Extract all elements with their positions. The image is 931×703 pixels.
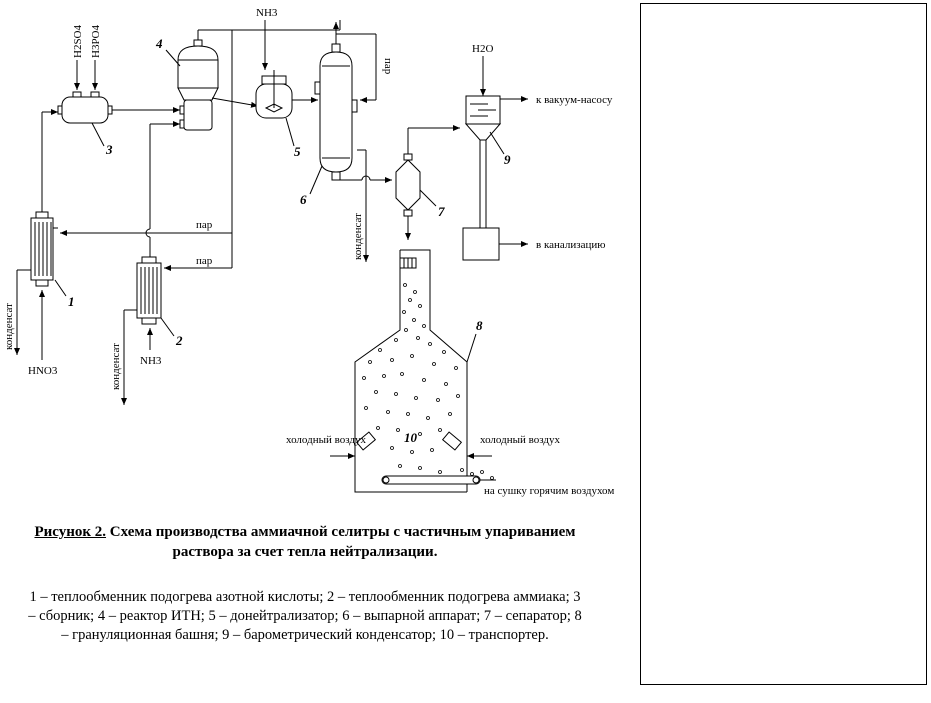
figure-label: Рисунок 2.	[34, 524, 107, 540]
steam-label-1: пар	[196, 219, 213, 231]
number-4: 4	[155, 36, 163, 51]
figure-caption: Рисунок 2. Схема производства аммиачной …	[25, 522, 585, 645]
condensate-label-1: конденсат	[3, 303, 15, 350]
process-flow-diagram: H2SO4 H3PO4 NH3 H2O HNO3 NH3 пар пар пар…	[3, 7, 614, 497]
hno3-label: HNO3	[28, 365, 58, 377]
condensate-label-6: конденсат	[352, 213, 364, 260]
nh3-top-label: NH3	[256, 7, 278, 19]
number-5: 5	[294, 144, 301, 159]
separator-7	[395, 153, 421, 217]
number-8: 8	[476, 318, 483, 333]
collector-3	[57, 91, 113, 124]
heat-exchanger-2	[136, 256, 162, 325]
reactor-4	[177, 39, 219, 131]
number-6: 6	[300, 192, 307, 207]
number-10: 10	[404, 430, 418, 445]
cold-air-right-label: холодный воздух	[480, 434, 560, 446]
heat-exchanger-1	[26, 211, 58, 287]
additional-neutralizer-5	[255, 70, 293, 119]
h3po4-label: H3PO4	[90, 24, 102, 58]
figure-title: Рисунок 2. Схема производства аммиачной …	[25, 522, 585, 562]
figure-legend: 1 – теплообменник подогрева азотной кисл…	[28, 589, 582, 643]
number-7: 7	[438, 204, 445, 219]
cold-air-left-label: холодный воздух	[286, 434, 366, 446]
number-1: 1	[68, 294, 75, 309]
number-2: 2	[175, 333, 183, 348]
steam-label-2: пар	[196, 255, 213, 267]
to-sewer-label: в канализацию	[536, 239, 605, 251]
steam-label-top: пар	[382, 58, 394, 75]
number-9: 9	[504, 152, 511, 167]
h2so4-label: H2SO4	[72, 24, 84, 58]
conveyor-10	[381, 475, 481, 485]
number-3: 3	[105, 142, 113, 157]
nh3-bottom-label: NH3	[140, 355, 162, 367]
h2o-label: H2O	[472, 43, 493, 55]
figure-title-text: Схема производства аммиачной селитры с ч…	[106, 524, 576, 560]
condensate-label-2: конденсат	[110, 343, 122, 390]
evaporator-6	[314, 43, 358, 181]
to-drying-label: на сушку горячим воздухом	[484, 485, 614, 497]
barometric-condenser-9	[462, 95, 502, 261]
empty-frame	[640, 3, 927, 685]
to-vacuum-pump-label: к вакуум-насосу	[536, 94, 613, 106]
